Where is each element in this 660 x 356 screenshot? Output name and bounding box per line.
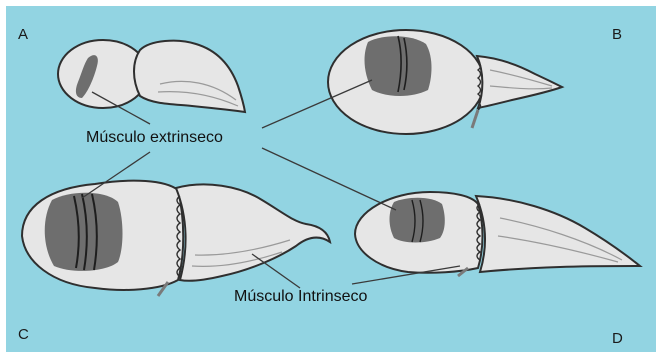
label-extrinsic-muscle: Músculo extrinseco: [86, 129, 223, 147]
claw-d-finger: [476, 196, 640, 272]
panel-letter-a: A: [18, 26, 28, 43]
claw-b-tendon: [472, 110, 478, 128]
leader-intrinsic-c: [252, 254, 300, 288]
panel-letter-d: D: [612, 330, 623, 347]
label-intrinsic-muscle: Músculo Intrinseco: [234, 288, 367, 306]
claw-a-finger: [134, 41, 245, 112]
claw-c: [22, 181, 330, 296]
panel-letter-b: B: [612, 26, 622, 43]
claw-b-finger: [477, 56, 562, 108]
claw-d-muscle: [390, 198, 445, 243]
claw-d: [355, 192, 640, 276]
claw-b: [328, 30, 562, 134]
leader-extrinsic-d: [262, 148, 396, 210]
claw-a: [58, 40, 245, 112]
panel-letter-c: C: [18, 326, 29, 343]
claw-b-muscle: [365, 36, 432, 96]
